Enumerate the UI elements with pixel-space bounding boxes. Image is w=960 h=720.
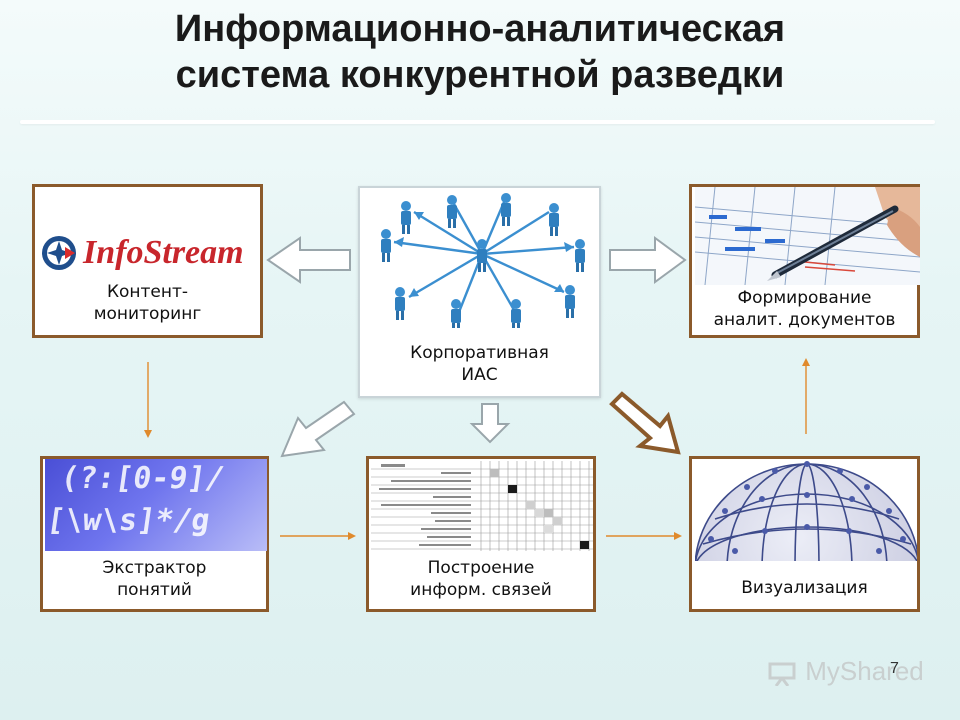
hollow-arrow-right: [609, 236, 687, 284]
slide-title: Информационно-аналитическая система конк…: [0, 6, 960, 98]
node-corporate-ias: Корпоративная ИАС: [358, 186, 601, 398]
infostream-logo-text: InfoStream: [83, 234, 244, 271]
node-visualization: Визуализация: [689, 456, 920, 612]
node-info-links: Построение информ. связей: [366, 456, 596, 612]
regex-image: (?:[0-9]/ [\w\s]*/g: [45, 459, 267, 551]
content-monitoring-line-2: мониторинг: [93, 304, 202, 324]
analytic-docs-line-2: аналит. документов: [713, 310, 896, 330]
content-monitoring-line-1: Контент-: [106, 282, 189, 302]
analytic-docs-label: Формирование аналит. документов: [692, 287, 917, 331]
info-links-line-1: Построение: [427, 558, 535, 578]
page-number: 7: [890, 660, 899, 677]
content-monitoring-label: Контент- мониторинг: [35, 281, 260, 325]
bold-arrow-diagonal: [609, 391, 681, 455]
corporate-ias-line-1: Корпоративная: [410, 343, 549, 363]
presentation-icon: [768, 662, 796, 687]
title-divider: [20, 120, 935, 124]
concept-extractor-line-2: понятий: [117, 580, 192, 600]
concept-extractor-line-1: Экстрактор: [102, 558, 207, 578]
matrix-table-icon: [371, 461, 593, 551]
hollow-arrow-left: [266, 236, 351, 284]
thin-arrows: [144, 358, 810, 540]
node-content-monitoring: InfoStream Контент- мониторинг: [32, 184, 263, 338]
network-people-icon: [364, 192, 597, 328]
pen-on-chart-icon: [695, 187, 920, 285]
visualization-line-1: Визуализация: [741, 578, 868, 598]
title-line-1: Информационно-аналитическая: [174, 8, 786, 50]
watermark-text: MyShared: [805, 656, 924, 686]
concept-extractor-label: Экстрактор понятий: [43, 557, 266, 601]
title-line-2: система конкурентной разведки: [175, 54, 785, 96]
info-links-label: Построение информ. связей: [369, 557, 593, 601]
node-analytic-docs: Формирование аналит. документов: [689, 184, 920, 338]
infostream-logo: InfoStream: [39, 231, 259, 275]
sphere-network-icon: [695, 459, 917, 561]
corporate-ias-line-2: ИАС: [461, 365, 498, 385]
visualization-label: Визуализация: [692, 577, 917, 599]
hollow-arrow-down: [469, 403, 511, 444]
corporate-ias-label: Корпоративная ИАС: [360, 342, 599, 386]
node-concept-extractor: (?:[0-9]/ [\w\s]*/g Экстрактор понятий: [40, 456, 269, 612]
watermark: MyShared: [768, 656, 924, 687]
info-links-line-2: информ. связей: [410, 580, 552, 600]
analytic-docs-line-1: Формирование: [737, 288, 872, 308]
hollow-arrow-diagonal: [280, 400, 356, 458]
